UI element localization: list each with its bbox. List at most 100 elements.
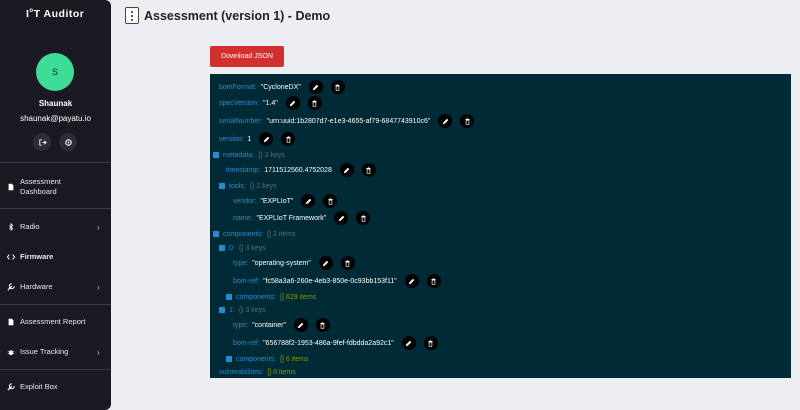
pencil-icon	[298, 322, 304, 328]
delete-button[interactable]	[356, 211, 371, 225]
settings-button[interactable]	[59, 133, 77, 151]
sidebar-item-assessment-report[interactable]: Assessment Report	[0, 317, 111, 327]
json-row-bomformat: bomFormat: "CycloneDX"	[219, 80, 345, 94]
delete-button[interactable]	[361, 163, 376, 177]
trash-icon	[431, 277, 436, 285]
pencil-icon	[312, 84, 319, 90]
collapse-toggle-icon[interactable]	[219, 183, 225, 189]
sidebar-item-issue-tracking[interactable]: Issue Tracking ›	[0, 347, 111, 357]
delete-button[interactable]	[307, 96, 322, 110]
json-row-component-1-bomref: bom-ref: "656788f2-1953-486a-9fef-fdbdda…	[233, 336, 438, 350]
trash-icon	[366, 166, 371, 174]
json-row-vendor: vendor: "EXPLIoT"	[233, 194, 338, 208]
trash-icon	[361, 214, 366, 222]
menu-button[interactable]	[125, 7, 139, 24]
chevron-right-icon: ›	[97, 282, 100, 292]
json-row-timestamp: timestamp: 1711512560.4752028	[226, 163, 376, 177]
trash-icon	[428, 339, 433, 347]
delete-button[interactable]	[426, 274, 441, 288]
collapse-toggle-icon[interactable]	[219, 307, 225, 313]
trash-icon	[328, 197, 333, 205]
pencil-icon	[263, 136, 270, 142]
sidebar-item-exploit-box[interactable]: Exploit Box	[0, 382, 111, 392]
edit-button[interactable]	[318, 256, 333, 270]
pencil-icon	[338, 215, 345, 221]
delete-button[interactable]	[315, 318, 330, 332]
trash-icon	[312, 99, 317, 107]
sidebar-item-hardware[interactable]: Hardware ›	[0, 282, 111, 292]
json-row-vulnerabilities: vulnerabilities: [] 0 items	[219, 368, 296, 376]
chevron-right-icon: ›	[97, 222, 100, 232]
collapse-toggle-icon[interactable]	[213, 231, 219, 237]
sidebar-item-assessment-dashboard[interactable]: Assessment Dashboard	[0, 177, 111, 197]
json-row-component-0-bomref: bom-ref: "fc58a3a6-260e-4eb3-850e-0c93bb…	[233, 274, 441, 288]
trash-icon	[465, 117, 470, 125]
app-logo: IoT Auditor	[26, 8, 85, 20]
json-row-serialnumber: serialNumber: "urn:uuid:1b2807d7-e1e3-46…	[219, 114, 475, 128]
sidebar-item-label: Issue Tracking	[20, 347, 69, 356]
pencil-icon	[305, 198, 312, 204]
edit-button[interactable]	[401, 336, 416, 350]
delete-button[interactable]	[323, 194, 338, 208]
json-row-component-1-type: type: "container"	[233, 318, 330, 332]
page-title: Assessment (version 1) - Demo	[144, 9, 331, 23]
download-json-button[interactable]: Download JSON	[210, 46, 284, 67]
json-row-tool-name: name: "EXPLIoT Framework"	[233, 211, 371, 225]
collapse-toggle-icon[interactable]	[213, 152, 219, 158]
gear-icon	[64, 138, 72, 146]
logout-button[interactable]	[33, 133, 51, 151]
edit-button[interactable]	[259, 132, 274, 146]
edit-button[interactable]	[438, 114, 453, 128]
pencil-icon	[405, 340, 412, 346]
trash-icon	[345, 259, 350, 267]
edit-button[interactable]	[285, 96, 300, 110]
pencil-icon	[442, 118, 449, 124]
delete-button[interactable]	[460, 114, 475, 128]
sidebar-item-firmware[interactable]: Firmware	[0, 252, 111, 262]
chevron-right-icon: ›	[97, 347, 100, 357]
edit-button[interactable]	[293, 318, 308, 332]
json-row-specversion: specVersion: "1.4"	[219, 96, 322, 110]
user-name: Shaunak	[38, 99, 73, 108]
pencil-icon	[344, 167, 350, 173]
json-row-component-0-type: type: "operating-system"	[233, 256, 355, 270]
trash-icon	[320, 321, 326, 329]
json-viewer: bomFormat: "CycloneDX" specVersion: "1.4…	[210, 74, 791, 378]
json-row-component-1-components[interactable]: components: [] 6 items	[226, 352, 309, 366]
edit-button[interactable]	[404, 274, 419, 288]
wrench-icon	[7, 283, 15, 291]
json-row-tools[interactable]: tools: {} 2 keys	[219, 179, 277, 193]
bug-icon	[7, 350, 15, 356]
json-row-metadata[interactable]: metadata: {} 2 keys	[213, 148, 285, 162]
edit-button[interactable]	[334, 211, 349, 225]
trash-icon	[286, 135, 291, 143]
document-icon	[8, 183, 14, 191]
delete-button[interactable]	[330, 80, 345, 94]
collapse-toggle-icon[interactable]	[219, 245, 225, 251]
sidebar-item-label: Assessment Dashboard	[20, 177, 61, 196]
sidebar-divider	[0, 304, 111, 305]
sidebar-item-label: Assessment Report	[20, 317, 86, 326]
edit-button[interactable]	[339, 163, 354, 177]
json-row-component-0-components[interactable]: components: [] 629 items	[226, 290, 316, 304]
json-row-component-1[interactable]: 1: {} 3 keys	[219, 303, 266, 317]
edit-button[interactable]	[308, 80, 323, 94]
avatar[interactable]: S	[36, 53, 74, 91]
delete-button[interactable]	[281, 132, 296, 146]
sidebar-divider	[0, 208, 111, 209]
pencil-icon	[323, 260, 329, 266]
sidebar-item-label: Radio	[20, 222, 40, 231]
delete-button[interactable]	[423, 336, 438, 350]
json-row-components[interactable]: components: [] 2 items	[213, 227, 296, 241]
expand-toggle-icon[interactable]	[226, 294, 232, 300]
sidebar-item-radio[interactable]: Radio ›	[0, 222, 111, 232]
sidebar-item-label: Exploit Box	[20, 382, 58, 391]
expand-toggle-icon[interactable]	[226, 356, 232, 362]
trash-icon	[335, 83, 340, 91]
delete-button[interactable]	[340, 256, 355, 270]
report-icon	[8, 318, 14, 326]
edit-button[interactable]	[301, 194, 316, 208]
pencil-icon	[289, 100, 296, 106]
json-row-component-0[interactable]: 0: {} 3 keys	[219, 241, 266, 255]
sidebar-divider	[0, 369, 111, 370]
